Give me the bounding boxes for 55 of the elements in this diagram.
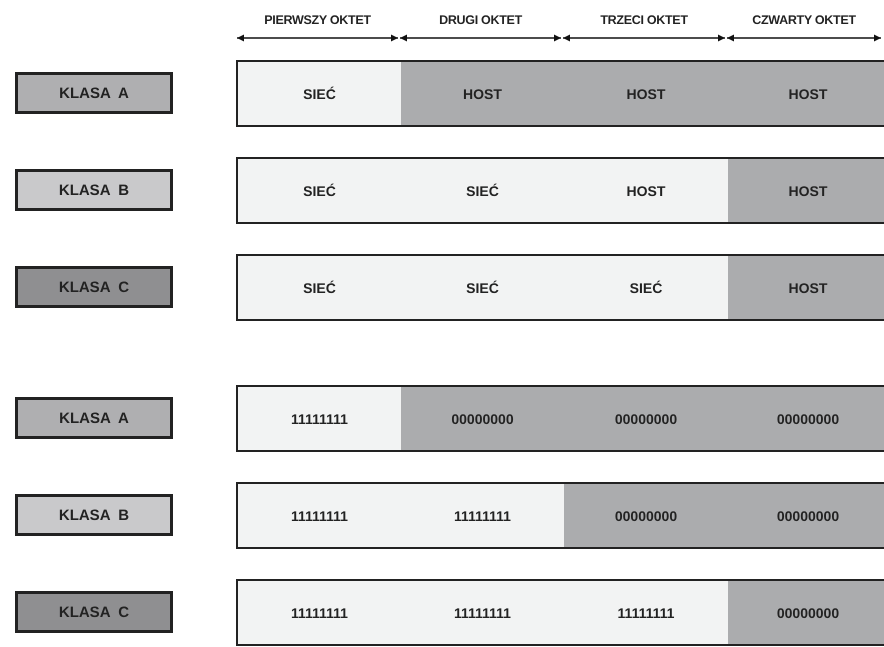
octet-field bbox=[728, 581, 884, 644]
class-label-box bbox=[15, 591, 173, 633]
address-bar bbox=[236, 482, 884, 549]
address-bar bbox=[236, 254, 884, 321]
octet-text: 00000000 bbox=[776, 508, 840, 524]
octet-field bbox=[728, 484, 884, 547]
octet-text: HOST bbox=[788, 280, 828, 296]
class-name: KLASA B bbox=[58, 182, 130, 198]
class-name: KLASA C bbox=[58, 278, 130, 296]
class-name: KLASA A bbox=[59, 84, 129, 102]
octet-text: HOST bbox=[626, 182, 666, 198]
class-label-box bbox=[15, 266, 173, 308]
octet-field bbox=[401, 387, 564, 450]
octet-field bbox=[564, 484, 728, 547]
address-bar bbox=[236, 385, 884, 452]
octet-text: SIEĆ bbox=[303, 86, 336, 102]
octet-text: 00000000 bbox=[451, 410, 514, 426]
octet-text: 00000000 bbox=[776, 410, 840, 426]
class-label-box bbox=[15, 169, 173, 211]
octet-text: SIEĆ bbox=[466, 182, 499, 198]
octet-text: 11111111 bbox=[291, 410, 348, 426]
octet-text: 00000000 bbox=[776, 604, 840, 620]
octet-text: 11111111 bbox=[291, 604, 348, 620]
class-label-box bbox=[15, 494, 173, 536]
octet-field bbox=[728, 387, 884, 450]
class-label-box bbox=[15, 397, 173, 439]
octet-text: 11111111 bbox=[454, 508, 511, 524]
octet-heading: PIERWSZY OKTET bbox=[263, 13, 372, 27]
octet-heading: CZWARTY OKTET bbox=[751, 13, 857, 27]
octet-text: HOST bbox=[463, 86, 502, 102]
octet-text: 00000000 bbox=[614, 508, 678, 524]
address-bar bbox=[236, 579, 884, 646]
octet-text: 11111111 bbox=[291, 508, 348, 524]
class-name: KLASA C bbox=[58, 604, 130, 620]
class-name: KLASA B bbox=[58, 506, 130, 524]
octet-text: HOST bbox=[788, 86, 828, 102]
octet-text: HOST bbox=[788, 182, 828, 198]
class-label-box bbox=[15, 72, 173, 114]
octet-text: SIEĆ bbox=[303, 280, 336, 296]
octet-text: 00000000 bbox=[614, 410, 678, 426]
octet-field bbox=[728, 256, 884, 319]
octet-text: SIEĆ bbox=[303, 182, 336, 198]
octet-field bbox=[401, 62, 564, 125]
octet-heading: DRUGI OKTET bbox=[438, 13, 524, 27]
octet-text: 11111111 bbox=[454, 604, 511, 620]
address-bar bbox=[236, 157, 884, 224]
octet-field bbox=[728, 159, 884, 222]
class-name: KLASA A bbox=[59, 410, 129, 426]
address-bar bbox=[236, 60, 884, 127]
octet-text: SIEĆ bbox=[466, 280, 499, 296]
octet-heading: TRZECI OKTET bbox=[599, 13, 689, 27]
octet-text: 11111111 bbox=[618, 604, 674, 620]
octet-text: SIEĆ bbox=[630, 280, 662, 296]
octet-field bbox=[728, 62, 884, 125]
octet-text: HOST bbox=[626, 86, 666, 102]
